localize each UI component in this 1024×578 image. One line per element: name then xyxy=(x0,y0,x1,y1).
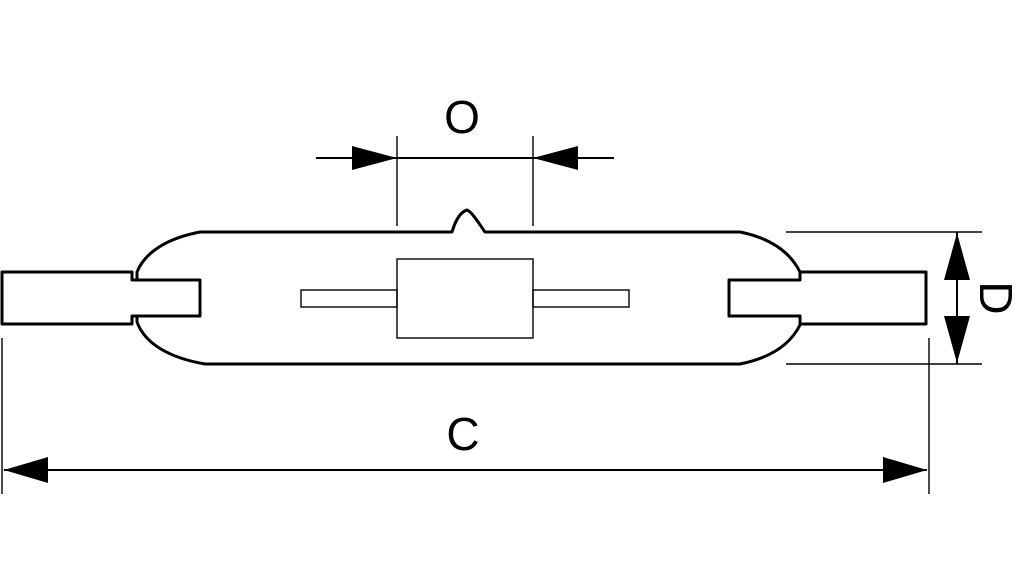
right-base-contact xyxy=(727,270,928,326)
arc-tube xyxy=(396,258,534,339)
dimension-c-label: C xyxy=(446,408,479,460)
dimension-c-arrow-right xyxy=(883,457,927,483)
dimension-c: C xyxy=(1,338,930,494)
dimension-o: O xyxy=(316,91,614,226)
dimension-d-arrow-top xyxy=(944,233,970,280)
dimension-o-label: O xyxy=(444,91,480,143)
lamp-envelope xyxy=(135,208,802,366)
dimension-d: D xyxy=(786,231,1022,365)
left-base-contact xyxy=(0,270,202,326)
dimension-d-label: D xyxy=(970,281,1022,314)
dimension-c-arrow-left xyxy=(4,457,48,483)
dimension-o-arrow-left xyxy=(352,146,397,170)
dimension-d-arrow-bottom xyxy=(944,316,970,363)
dimension-o-arrow-right xyxy=(533,146,578,170)
